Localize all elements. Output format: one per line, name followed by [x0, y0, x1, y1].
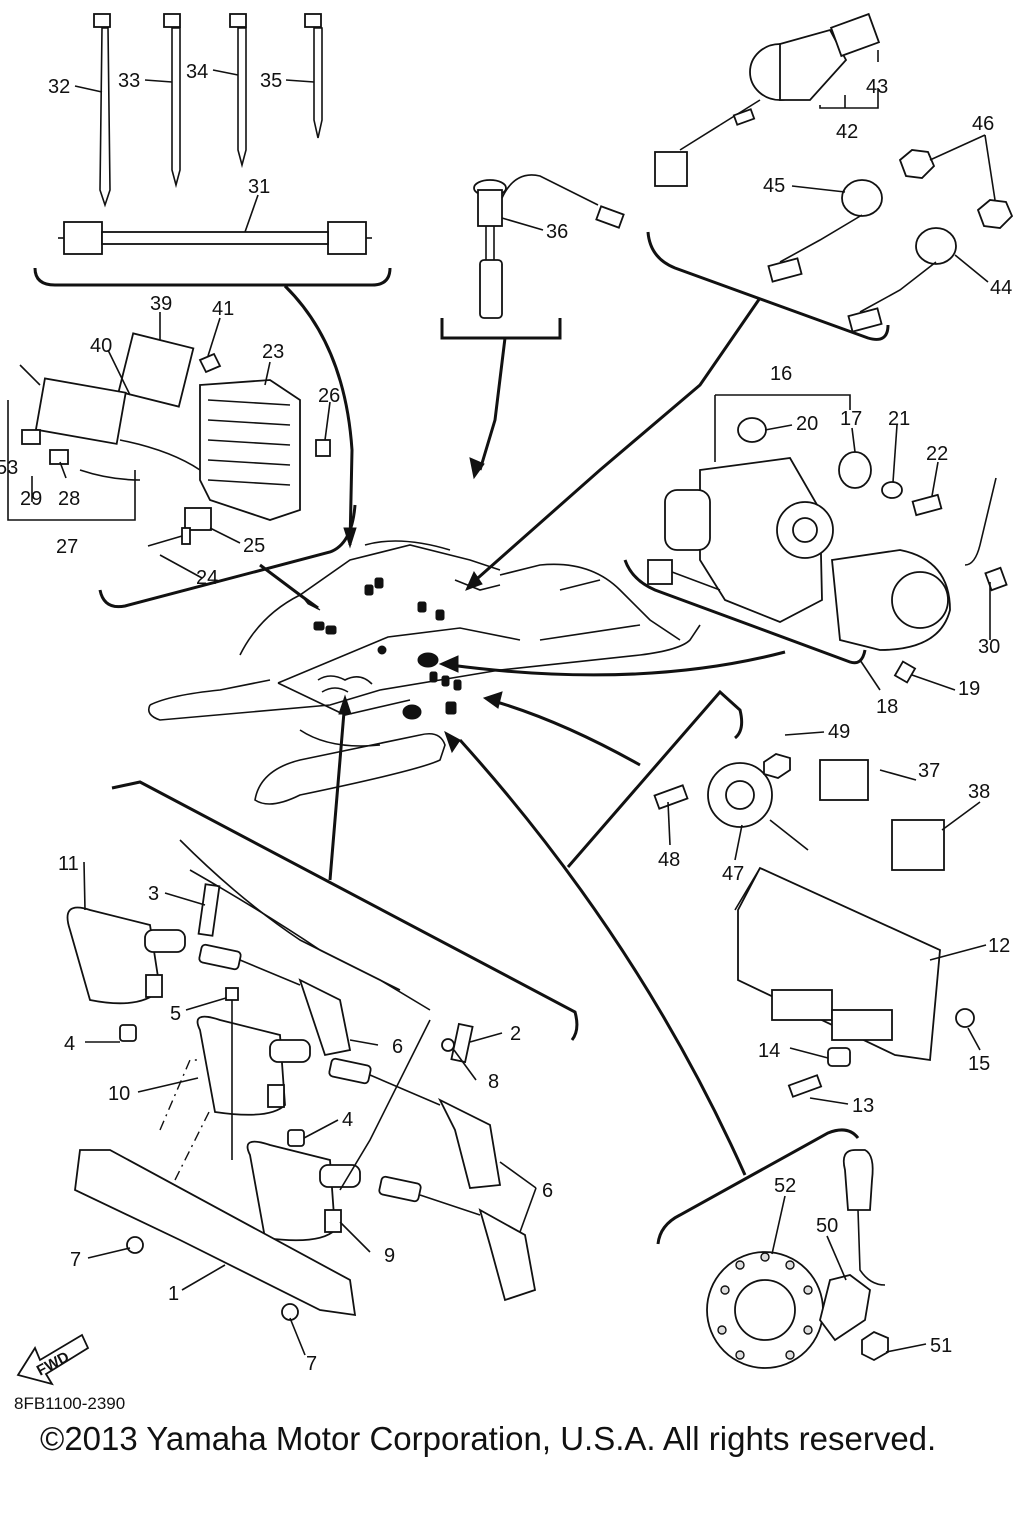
callout-46: 46 [972, 113, 994, 135]
callout-15: 15 [968, 1053, 990, 1075]
callout-21: 21 [888, 408, 910, 430]
callout-2: 2 [510, 1023, 521, 1045]
callout-31: 31 [248, 176, 270, 198]
callout-26: 26 [318, 385, 340, 407]
callout-6b: 6 [542, 1180, 553, 1202]
handlebar-switches [767, 149, 1014, 333]
callout-39: 39 [150, 293, 172, 315]
callout-48: 48 [658, 849, 680, 871]
main-switch [654, 12, 881, 187]
section-brackets [33, 231, 890, 1245]
cable-ties [93, 13, 323, 208]
callout-35: 35 [260, 70, 282, 92]
callout-13: 13 [852, 1095, 874, 1117]
callout-labels: 32 33 34 35 31 36 43 42 46 45 44 39 41 4… [0, 61, 1012, 1375]
fwd-arrow: FWD [16, 1333, 90, 1386]
callout-leaders [31, 50, 996, 1356]
callout-42: 42 [836, 121, 858, 143]
callout-53: 53 [0, 457, 18, 479]
callout-16: 16 [770, 363, 792, 385]
rectifier-regulator [117, 332, 331, 521]
copyright-notice: ©2013 Yamaha Motor Corporation, U.S.A. A… [40, 1420, 937, 1457]
ignition-wiring [179, 839, 431, 1191]
fuel-sender [473, 174, 625, 319]
callout-32: 32 [48, 76, 70, 98]
callout-9: 9 [384, 1245, 395, 1267]
callout-14: 14 [758, 1040, 780, 1062]
callout-4b: 4 [342, 1109, 353, 1131]
callout-23: 23 [262, 341, 284, 363]
callout-45: 45 [763, 175, 785, 197]
callout-18: 18 [876, 696, 898, 718]
wire-harness-31 [58, 221, 372, 255]
callout-7b: 7 [306, 1353, 317, 1375]
callout-50: 50 [816, 1215, 838, 1237]
callout-3: 3 [148, 883, 159, 905]
callout-36: 36 [546, 221, 568, 243]
engine-control-unit [734, 866, 975, 1098]
relay-assembly [7, 364, 212, 547]
callout-34: 34 [186, 61, 208, 83]
callout-47: 47 [722, 863, 744, 885]
callout-20: 20 [796, 413, 818, 435]
callout-43: 43 [866, 76, 888, 98]
callout-22: 22 [926, 443, 948, 465]
ignition-coils [66, 883, 474, 1242]
callout-6a: 6 [392, 1036, 403, 1058]
callout-38: 38 [968, 781, 990, 803]
throttle-position-sensor [653, 753, 945, 871]
callout-5: 5 [170, 1003, 181, 1025]
coil-bracket [74, 1059, 357, 1321]
callout-25: 25 [243, 535, 265, 557]
callout-1: 1 [168, 1283, 179, 1305]
spark-plug-caps [198, 943, 537, 1302]
callout-51: 51 [930, 1335, 952, 1357]
callout-30: 30 [978, 636, 1000, 658]
callout-52: 52 [774, 1175, 796, 1197]
callout-29: 29 [20, 488, 42, 510]
callout-27: 27 [56, 536, 78, 558]
callout-24: 24 [196, 567, 218, 589]
callout-19: 19 [958, 678, 980, 700]
callout-4a: 4 [64, 1033, 75, 1055]
callout-8: 8 [488, 1071, 499, 1093]
pickup-coil-and-rotor [706, 1149, 889, 1369]
drawing-code: 8FB1100-2390 [14, 1394, 126, 1413]
oil-pump-assembly [647, 417, 1008, 684]
callout-11: 11 [58, 853, 79, 875]
snowmobile-component-marks [313, 577, 462, 720]
callout-41: 41 [212, 298, 234, 320]
callout-33: 33 [118, 70, 140, 92]
callout-10: 10 [108, 1083, 130, 1105]
callout-44: 44 [990, 277, 1012, 299]
callout-17: 17 [840, 408, 862, 430]
snowmobile-outline [147, 540, 701, 805]
callout-40: 40 [90, 335, 112, 357]
callout-12: 12 [988, 935, 1010, 957]
callout-28: 28 [58, 488, 80, 510]
callout-37: 37 [918, 760, 940, 782]
callout-7a: 7 [70, 1249, 81, 1271]
callout-49: 49 [828, 721, 850, 743]
